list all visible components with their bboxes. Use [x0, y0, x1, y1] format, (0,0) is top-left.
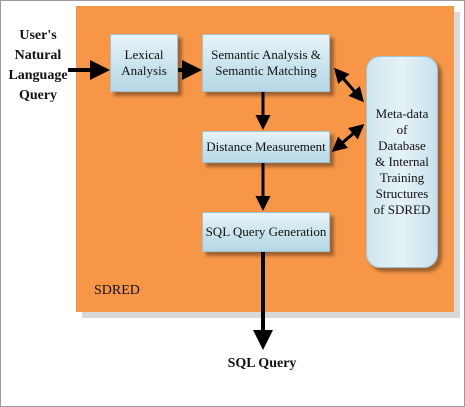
distance-measurement-box: Distance Measurement: [202, 131, 330, 163]
lexical-analysis-text: Lexical Analysis: [121, 47, 167, 78]
semantic-analysis-text: Semantic Analysis & Semantic Matching: [211, 47, 321, 78]
output-label: SQL Query: [227, 356, 297, 371]
distance-measurement-text: Distance Measurement: [206, 139, 326, 154]
metadata-text: Meta-data of Database & Internal Trainin…: [373, 106, 431, 217]
sql-query-generation-text: SQL Query Generation: [205, 224, 327, 239]
sql-query-generation-box: SQL Query Generation: [202, 212, 330, 252]
arrow-distance-metadata: [331, 124, 365, 152]
sdred-label: SDRED: [94, 283, 140, 298]
semantic-analysis-box: Semantic Analysis & Semantic Matching: [202, 34, 330, 92]
arrow-semantic-metadata: [334, 67, 364, 103]
metadata-box: Meta-data of Database & Internal Trainin…: [366, 56, 438, 268]
lexical-analysis-box: Lexical Analysis: [110, 34, 178, 92]
input-label: User's Natural Language Query: [8, 28, 68, 103]
